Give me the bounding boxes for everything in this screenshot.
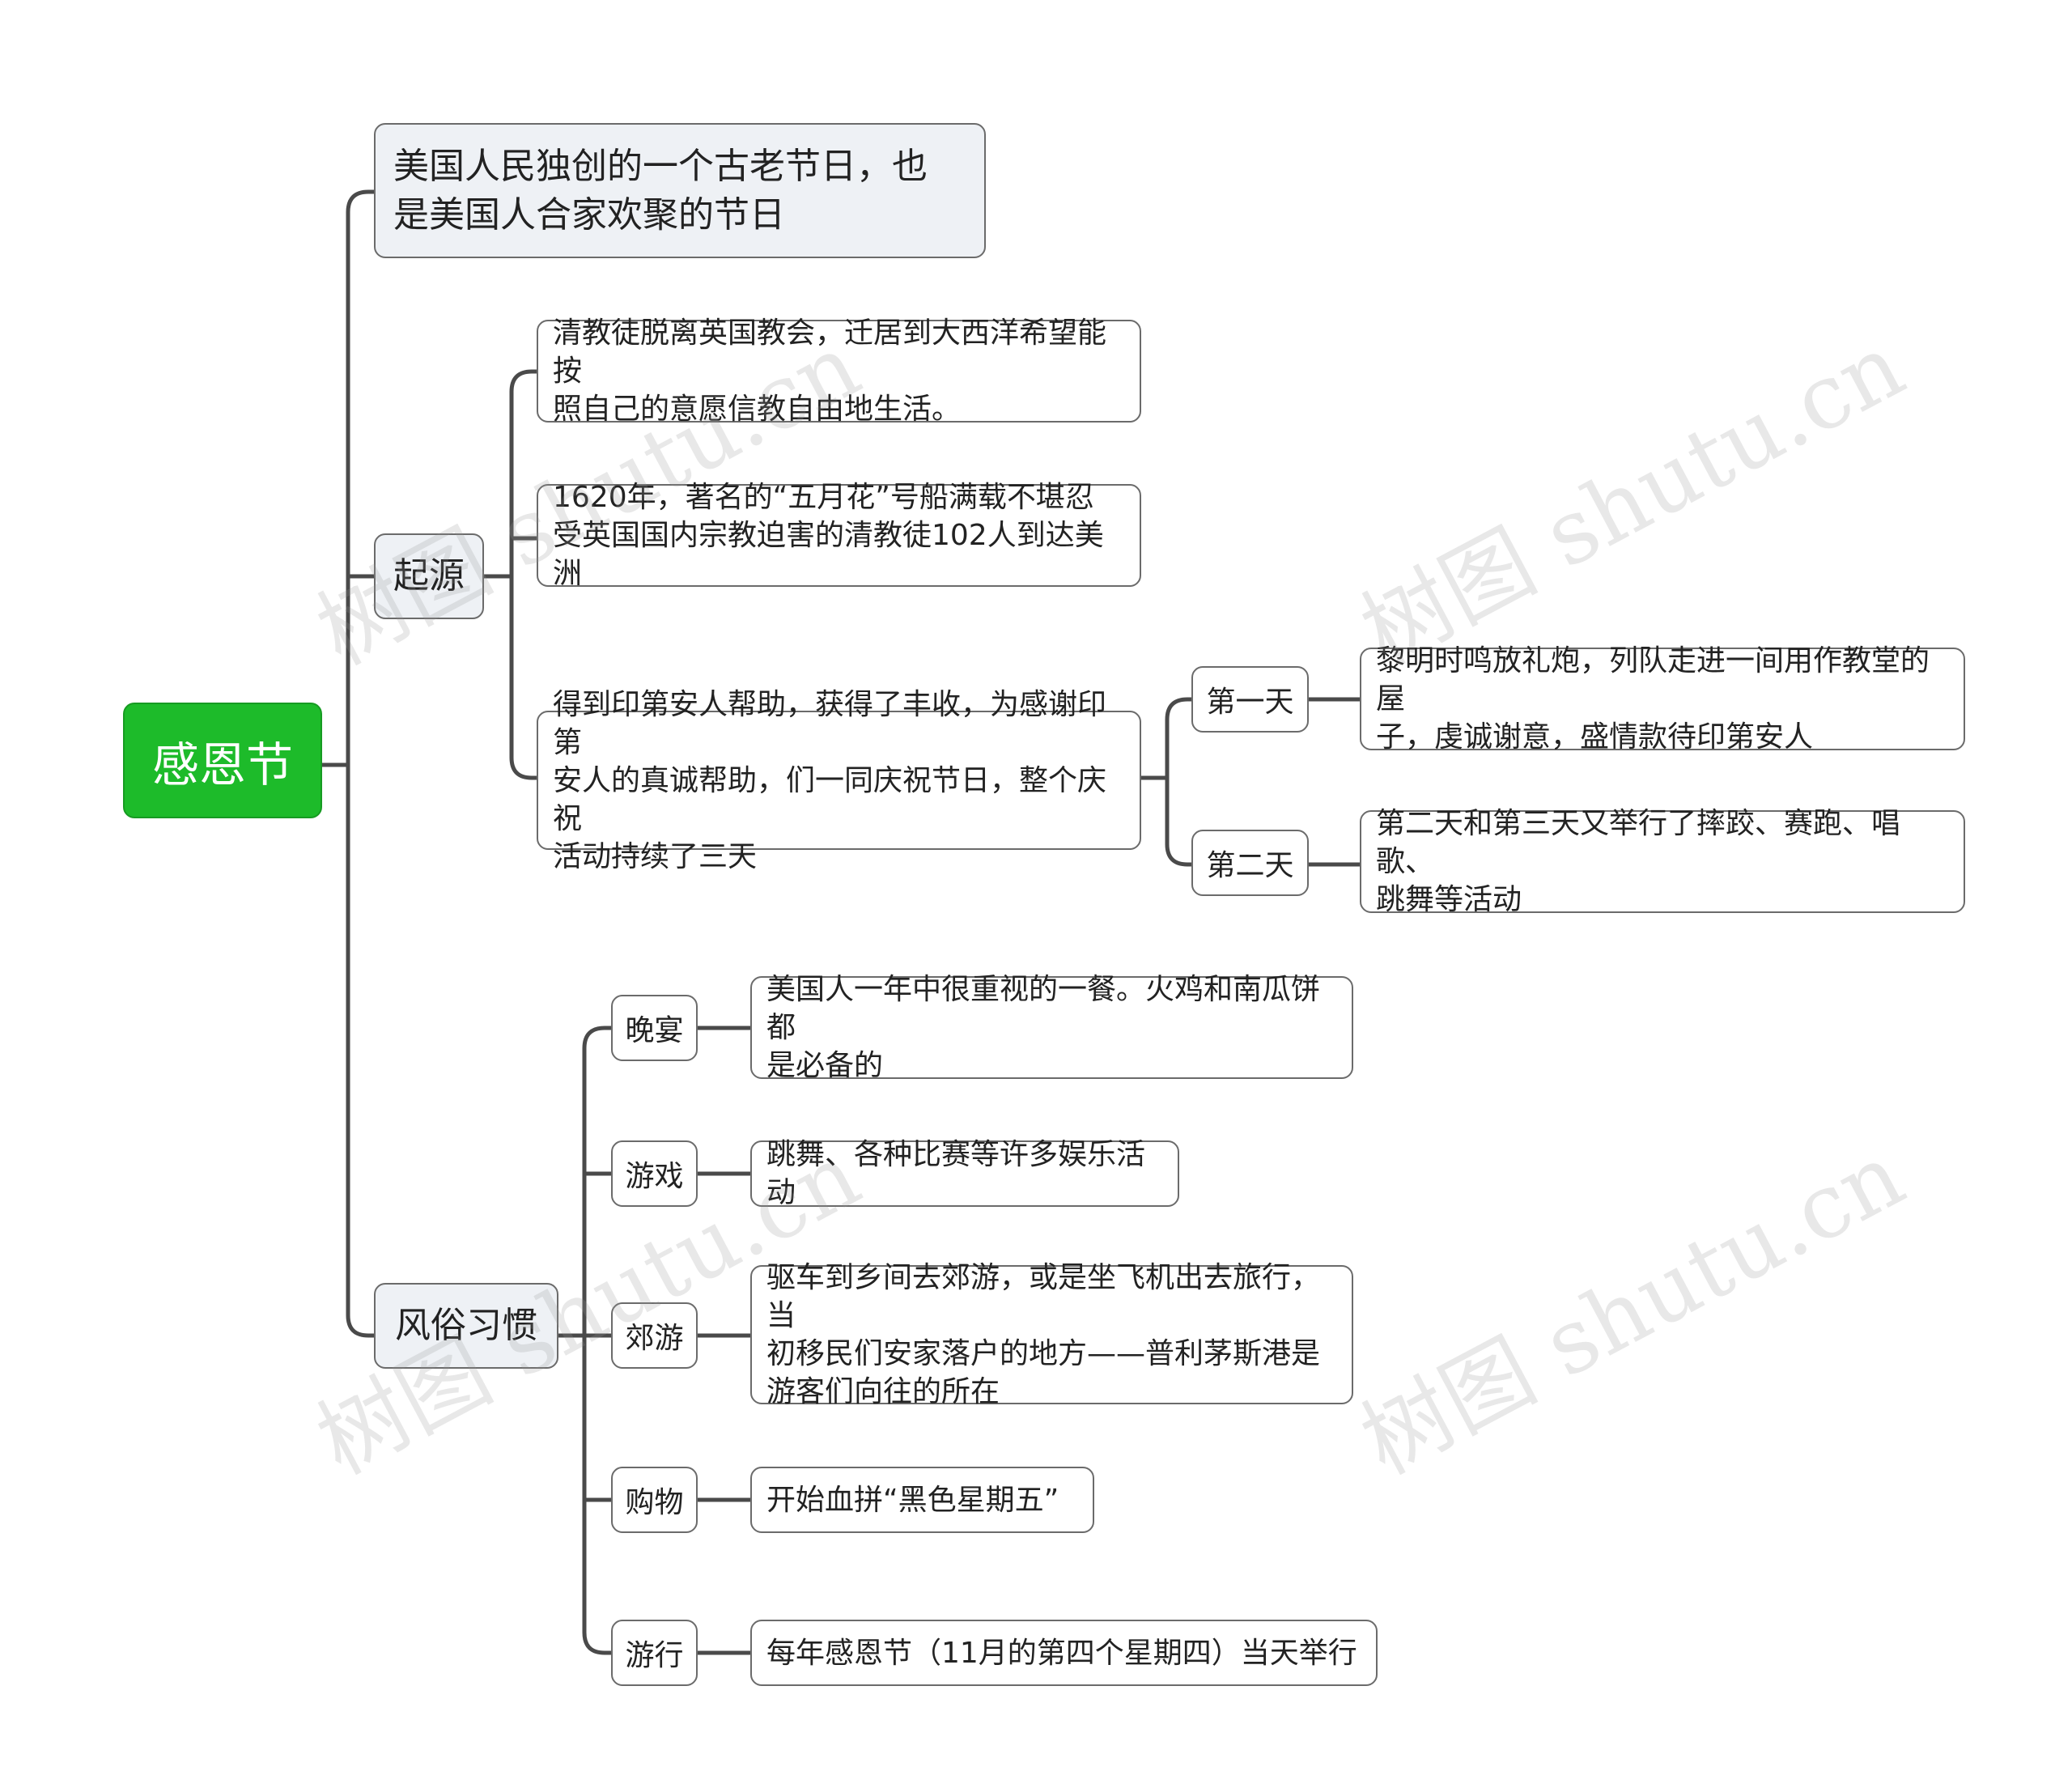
connector-root-spine [346,189,376,1338]
custom-text-shopping[interactable]: 开始血拼“黑色星期五” [750,1467,1094,1533]
origin-item-2[interactable]: 1620年，著名的“五月花”号船满载不堪忍 受英国国内宗教迫害的清教徒102人到… [537,481,1141,590]
custom-tag-outing[interactable]: 郊游 [611,1302,698,1369]
connector-customs-mid [582,1171,614,1502]
origin-item-3-text: 得到印第安人帮助，获得了丰收，为感谢印第 安人的真诚帮助，们一同庆祝节日，整个庆… [553,687,1107,873]
custom-text-games-text: 跳舞、各种比赛等许多娱乐活动 [766,1138,1146,1209]
day-1-text: 黎明时鸣放礼炮，列队走进一间用作教堂的屋 子，虔诚谢意，盛情款待印第安人 [1376,644,1930,754]
custom-text-dinner-text: 美国人一年中很重视的一餐。火鸡和南瓜饼都 是必备的 [766,973,1321,1082]
origin-item-1-text: 清教徒脱离英国教会，迁居到大西洋希望能按 照自己的意愿信教自由地生活。 [553,316,1107,426]
origin-label: 起源 [393,555,465,597]
custom-tag-dinner[interactable]: 晚宴 [611,995,698,1061]
connector-custom-texts [695,1026,753,1655]
watermark-4: 树图 shutu.cn [1345,1123,1920,1494]
customs-node[interactable]: 风俗习惯 [374,1283,558,1369]
custom-tag-outing-label: 郊游 [625,1322,684,1355]
connector-customs-spine [582,1026,614,1655]
day-2-text-node[interactable]: 第二天和第三天又举行了摔跤、赛跑、唱歌、 跳舞等活动 [1360,807,1965,916]
custom-text-games[interactable]: 跳舞、各种比赛等许多娱乐活动 [750,1138,1179,1209]
root-node[interactable]: 感恩节 [123,703,322,818]
intro-node[interactable]: 美国人民独创的一个古老节日，也 是美国人合家欢聚的节日 [374,123,986,258]
day-2-node[interactable]: 第二天 [1191,830,1309,896]
custom-text-parade[interactable]: 每年感恩节（11月的第四个星期四）当天举行 [750,1620,1378,1686]
watermark-2: 树图 shutu.cn [1345,313,1920,685]
custom-text-parade-text: 每年感恩节（11月的第四个星期四）当天举行 [766,1636,1357,1670]
custom-tag-parade-label: 游行 [625,1639,684,1672]
origin-item-2-text: 1620年，著名的“五月花”号船满载不堪忍 受英国国内宗教迫害的清教徒102人到… [553,481,1104,590]
custom-text-outing-text: 驱车到乡间去郊游，或是坐飞机出去旅行，当 初移民们安家落户的地方——普利茅斯港是… [766,1261,1321,1408]
origin-item-1[interactable]: 清教徒脱离英国教会，迁居到大西洋希望能按 照自己的意愿信教自由地生活。 [537,316,1141,426]
custom-tag-games[interactable]: 游戏 [611,1140,698,1207]
root-label: 感恩节 [151,737,293,792]
custom-tag-dinner-label: 晚宴 [625,1014,684,1047]
custom-text-outing[interactable]: 驱车到乡间去郊游，或是坐飞机出去旅行，当 初移民们安家落户的地方——普利茅斯港是… [750,1261,1353,1408]
day-1-label: 第一天 [1206,686,1294,719]
custom-text-dinner[interactable]: 美国人一年中很重视的一餐。火鸡和南瓜饼都 是必备的 [750,973,1353,1082]
day-2-label: 第二天 [1206,849,1294,882]
intro-text: 美国人民独创的一个古老节日，也 是美国人合家欢聚的节日 [393,145,928,236]
connector-days-spine [1165,697,1194,867]
custom-tag-parade[interactable]: 游行 [611,1620,698,1686]
custom-tag-games-label: 游戏 [625,1160,684,1193]
custom-text-shopping-text: 开始血拼“黑色星期五” [766,1483,1059,1517]
custom-tag-shopping-label: 购物 [625,1486,684,1519]
origin-item-3[interactable]: 得到印第安人帮助，获得了丰收，为感谢印第 安人的真诚帮助，们一同庆祝节日，整个庆… [537,688,1141,873]
customs-label: 风俗习惯 [395,1305,537,1346]
origin-node[interactable]: 起源 [374,533,484,619]
day-1-text-node[interactable]: 黎明时鸣放礼炮，列队走进一间用作教堂的屋 子，虔诚谢意，盛情款待印第安人 [1360,644,1965,754]
custom-tag-shopping[interactable]: 购物 [611,1467,698,1533]
connector-origin-spine [509,369,539,780]
day-2-text: 第二天和第三天又举行了摔跤、赛跑、唱歌、 跳舞等活动 [1376,807,1901,916]
day-1-node[interactable]: 第一天 [1191,666,1309,733]
